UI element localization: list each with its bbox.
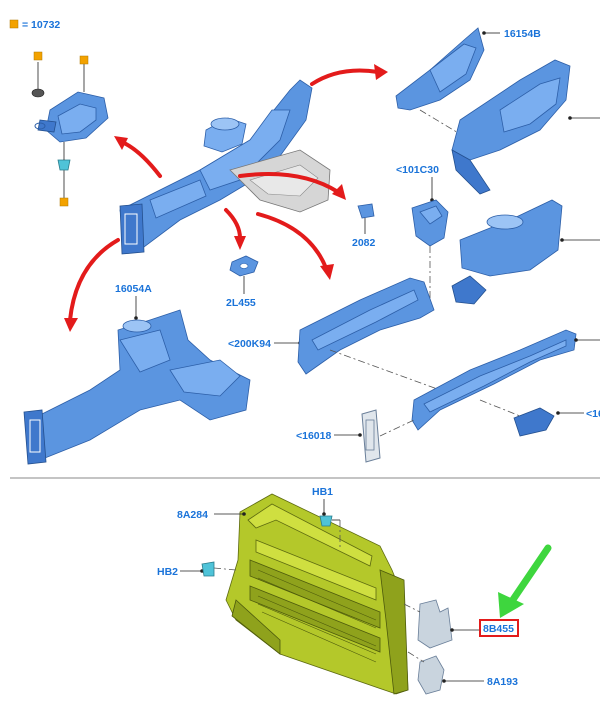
fastener-marker-icon: [79, 55, 89, 65]
small-plate-part: [513, 407, 555, 437]
label-16-right: <16: [586, 408, 600, 420]
red-curved-arrow-icon: [310, 64, 388, 86]
nut-icon: [31, 88, 45, 98]
part-2082-group: 2082: [352, 203, 376, 249]
part-HB1-group: HB1: [312, 486, 341, 548]
legend: = 10732: [9, 19, 60, 31]
red-curved-arrow-icon: [64, 238, 120, 332]
green-pointer-arrow-icon: [498, 544, 552, 618]
red-curved-arrow-icon: [256, 212, 334, 280]
label-2082: 2082: [352, 237, 376, 249]
red-curved-arrow-icon: [114, 136, 162, 178]
part-16154B-group: 16154B: [395, 27, 600, 195]
mounting-plate-left: [23, 409, 47, 465]
part-HB2-group: HB2: [157, 561, 237, 578]
label-16018: <16018: [296, 430, 331, 442]
front-structure-assembly: [119, 79, 331, 255]
part-101C30-group: <101C30: [396, 164, 600, 305]
small-bracket-2082: [357, 203, 375, 219]
orange-square-marker-icon: [9, 19, 19, 29]
label-HB2: HB2: [157, 566, 178, 578]
fastener-marker-icon: [59, 197, 69, 207]
bracket-8B455-part: [417, 599, 453, 649]
right-lower-rail-group: <16: [411, 329, 600, 437]
part-2L455-group: 2L455: [226, 255, 259, 309]
plate-16018-part: [361, 409, 381, 463]
clip-icon: [57, 159, 71, 171]
fastener-marker-icon: [33, 51, 43, 61]
label-8A193: 8A193: [487, 676, 518, 688]
label-16054A: 16054A: [115, 283, 152, 295]
label-16154B: 16154B: [504, 28, 541, 40]
label-HB1: HB1: [312, 486, 333, 498]
red-curved-arrow-icon: [224, 208, 246, 250]
radiator-support-group: [225, 493, 409, 695]
part-16054A-group: 16054A: [23, 283, 251, 465]
label-101C30: <101C30: [396, 164, 439, 176]
bolt-HB2-icon: [201, 561, 215, 577]
label-8B455: 8B455: [483, 623, 514, 635]
shock-tower-part: [459, 199, 563, 277]
bolt-HB1-icon: [319, 515, 333, 527]
legend-text: = 10732: [22, 19, 60, 31]
bracket-assembly-top-left: [31, 51, 109, 207]
part-8B455-group: 8B455: [403, 599, 519, 649]
part-8A193-group: 8A193: [407, 651, 518, 695]
red-curved-arrow-icon: [238, 172, 346, 200]
bracket-8A193-part: [417, 655, 445, 695]
part-16018-group: <16018: [296, 409, 415, 463]
label-8A284: 8A284: [177, 509, 208, 521]
part-8A284-group: 8A284: [177, 509, 246, 521]
part-200K94-group: <200K94: [228, 277, 441, 391]
label-2L455: 2L455: [226, 297, 256, 309]
label-200K94: <200K94: [228, 338, 271, 350]
mounting-plate-part: [119, 203, 145, 255]
highlight-box: [479, 619, 519, 637]
